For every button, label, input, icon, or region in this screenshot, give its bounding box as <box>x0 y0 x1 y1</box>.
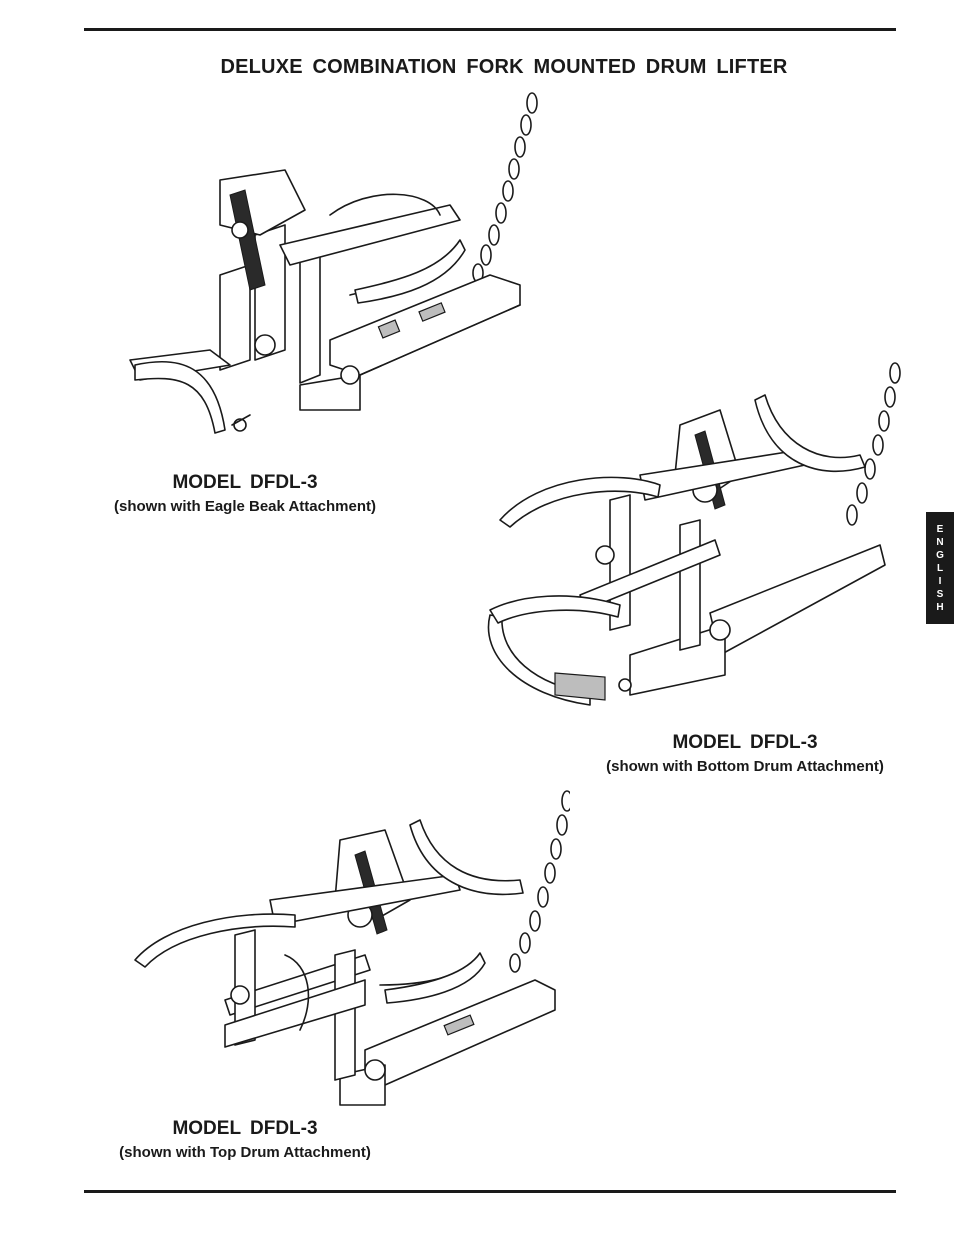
attachment-note: (shown with Eagle Beak Attachment) <box>114 498 376 515</box>
illustration-eagle-beak <box>120 85 560 445</box>
figure-caption-bottom-drum: MODEL DFDL-3 (shown with Bottom Drum Att… <box>580 732 910 775</box>
language-letter: L <box>936 562 944 574</box>
language-letter: G <box>936 549 944 561</box>
illustration-top-drum <box>125 785 570 1115</box>
figure-caption-eagle-beak: MODEL DFDL-3 (shown with Eagle Beak Atta… <box>90 472 400 515</box>
attachment-note: (shown with Top Drum Attachment) <box>119 1144 371 1161</box>
model-label: MODEL DFDL-3 <box>172 1118 318 1139</box>
page-title: DELUXE COMBINATION FORK MOUNTED DRUM LIF… <box>220 56 788 78</box>
bottom-rule <box>84 1190 896 1193</box>
chain-icon <box>509 790 570 973</box>
attachment-note: (shown with Bottom Drum Attachment) <box>606 758 884 775</box>
model-label: MODEL DFDL-3 <box>172 472 318 493</box>
illustration-bottom-drum <box>480 355 910 715</box>
language-letter: N <box>936 536 944 548</box>
chain-icon <box>472 92 538 283</box>
top-rule <box>84 28 896 31</box>
model-label: MODEL DFDL-3 <box>672 732 818 753</box>
language-letter: S <box>936 588 944 600</box>
language-letter: H <box>936 601 944 613</box>
chain-icon <box>846 362 901 526</box>
language-letter: E <box>936 523 944 535</box>
figure-caption-top-drum: MODEL DFDL-3 (shown with Top Drum Attach… <box>95 1118 395 1161</box>
language-letter: I <box>938 575 942 587</box>
language-tab: E N G L I S H <box>926 512 954 624</box>
